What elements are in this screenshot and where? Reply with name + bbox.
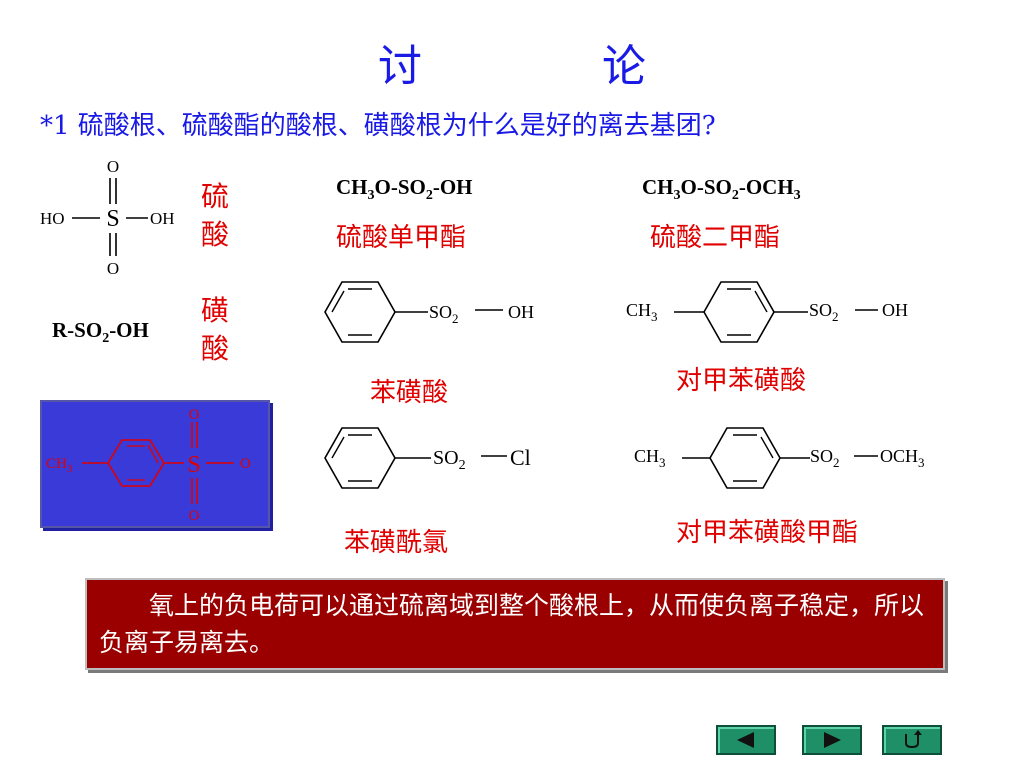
methyl-tosylate-name: 对甲苯磺酸甲酯 bbox=[676, 518, 859, 548]
return-arrow-icon bbox=[905, 730, 922, 749]
tosylate-anion-structure: O CH3 S O O bbox=[46, 407, 251, 524]
benzenesulfonic-acid-structure: SO2 OH bbox=[324, 281, 534, 343]
conclusion-box: 氧上的负电荷可以通过硫离域到整个酸根上，从而使负离子稳定，所以负离子易离去。 bbox=[85, 578, 945, 670]
benzenesulfonyl-chloride-structure: SO2 Cl bbox=[324, 427, 531, 489]
methyl-tosylate-structure: CH3 SO2 OCH3 bbox=[634, 427, 925, 489]
triangle-left-icon bbox=[737, 732, 754, 748]
dimethyl-sulfate-formula: CH3O-SO2-OCH3 bbox=[642, 175, 801, 204]
atom-ho: HO bbox=[40, 209, 65, 228]
tosic-acid-name: 对甲苯磺酸 bbox=[676, 366, 807, 396]
atom-o-top: O bbox=[107, 157, 119, 176]
cl-label: Cl bbox=[510, 445, 531, 470]
tosic-acid-structure: CH3 SO2 OH bbox=[626, 281, 908, 343]
ch3-label: CH3 bbox=[626, 300, 658, 324]
title-char-left: 讨 bbox=[378, 41, 422, 92]
title-char-right: 论 bbox=[602, 41, 646, 92]
so2-label: SO2 bbox=[810, 446, 840, 470]
atom-o-right: O bbox=[240, 456, 251, 472]
atom-o-bottom: O bbox=[107, 259, 119, 278]
benzenesulfonic-acid-name: 苯磺酸 bbox=[370, 378, 449, 408]
atom-o-bottom: O bbox=[189, 508, 200, 524]
methyl-sulfate-formula: CH3O-SO2-OH bbox=[336, 175, 473, 204]
conclusion-text: 氧上的负电荷可以通过硫离域到整个酸根上，从而使负离子稳定，所以负离子易离去。 bbox=[99, 591, 925, 657]
sulfuric-acid-structure: O S HO OH O bbox=[40, 157, 175, 278]
sulfonic-acid-formula: R-SO2-OH bbox=[52, 318, 149, 347]
ch3-label: CH3 bbox=[634, 446, 666, 470]
sulfonic-acid-label: 磺 酸 bbox=[200, 294, 229, 365]
atom-s: S bbox=[106, 206, 119, 232]
so2-label: SO2 bbox=[809, 300, 839, 324]
oh-label: OH bbox=[508, 302, 534, 322]
question-text: *1 硫酸根、硫酸酯的酸根、磺酸根为什么是好的离去基团? bbox=[40, 111, 716, 141]
benzenesulfonyl-chloride-name: 苯磺酰氯 bbox=[344, 528, 449, 558]
och3-label: OCH3 bbox=[880, 446, 925, 470]
dimethyl-sulfate-name: 硫酸二甲酯 bbox=[650, 223, 781, 253]
so2-label: SO2 bbox=[433, 447, 466, 473]
atom-o-top: O bbox=[189, 407, 200, 423]
next-slide-button[interactable] bbox=[802, 725, 862, 755]
atom-oh: OH bbox=[150, 209, 175, 228]
slide-title: 讨论 bbox=[0, 30, 1024, 94]
ch3-label: CH3 bbox=[46, 456, 73, 475]
so2-label: SO2 bbox=[429, 302, 459, 326]
triangle-right-icon bbox=[824, 732, 841, 748]
atom-s: S bbox=[187, 452, 200, 478]
prev-slide-button[interactable] bbox=[716, 725, 776, 755]
sulfuric-acid-label: 硫 酸 bbox=[200, 180, 229, 251]
oh-label: OH bbox=[882, 300, 908, 320]
return-button[interactable] bbox=[882, 725, 942, 755]
methyl-sulfate-name: 硫酸单甲酯 bbox=[336, 223, 467, 253]
tosylate-anion-box: O CH3 S O O bbox=[40, 400, 270, 528]
